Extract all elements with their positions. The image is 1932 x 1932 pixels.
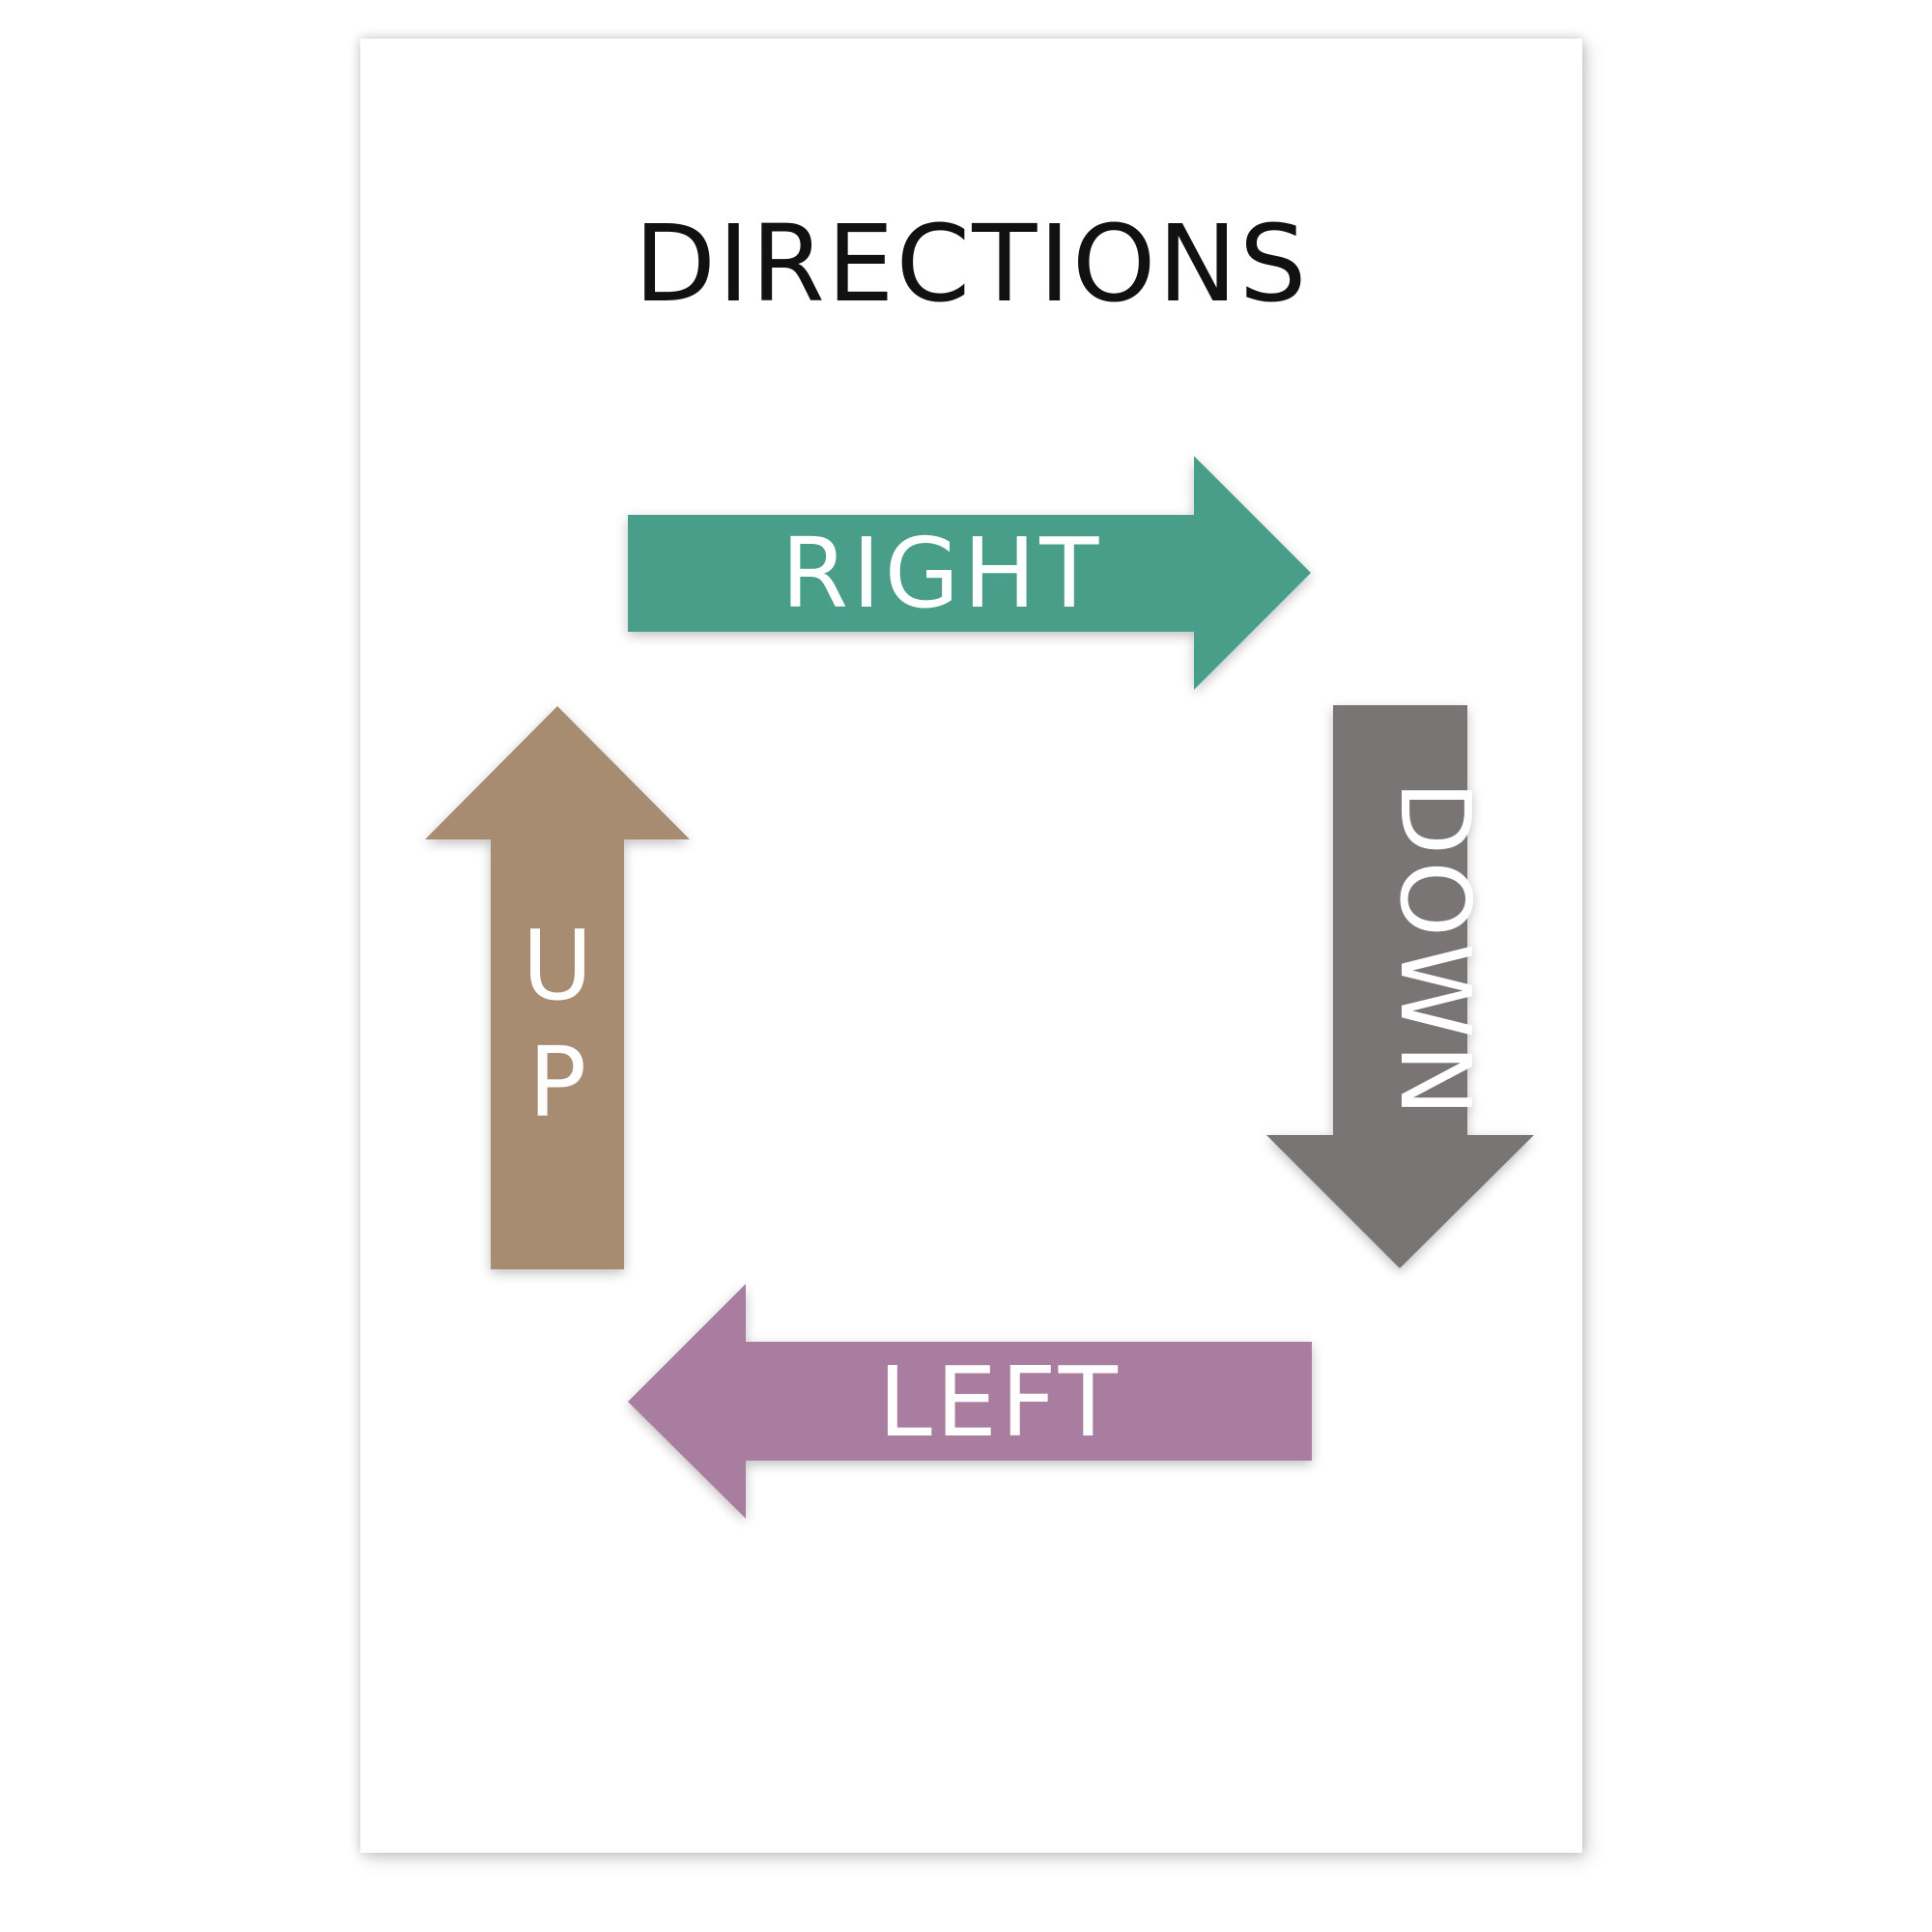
up-arrow: U P (425, 706, 690, 1269)
down-arrow: DOWN (1266, 705, 1534, 1268)
right-arrow-label: RIGHT (781, 517, 1103, 630)
down-arrow-shape (1266, 705, 1534, 1268)
left-arrow-label: LEFT (878, 1346, 1122, 1459)
right-arrow-shape (628, 456, 1311, 690)
right-arrow: RIGHT (628, 456, 1311, 690)
left-arrow-shape (628, 1284, 1312, 1519)
left-arrow: LEFT (628, 1284, 1312, 1519)
up-arrow-label-line1: U (522, 909, 592, 1022)
poster-title: DIRECTIONS (634, 202, 1309, 326)
up-arrow-label-line2: P (528, 1026, 586, 1139)
down-arrow-label: DOWN (1378, 781, 1492, 1122)
up-arrow-shape (425, 706, 690, 1269)
